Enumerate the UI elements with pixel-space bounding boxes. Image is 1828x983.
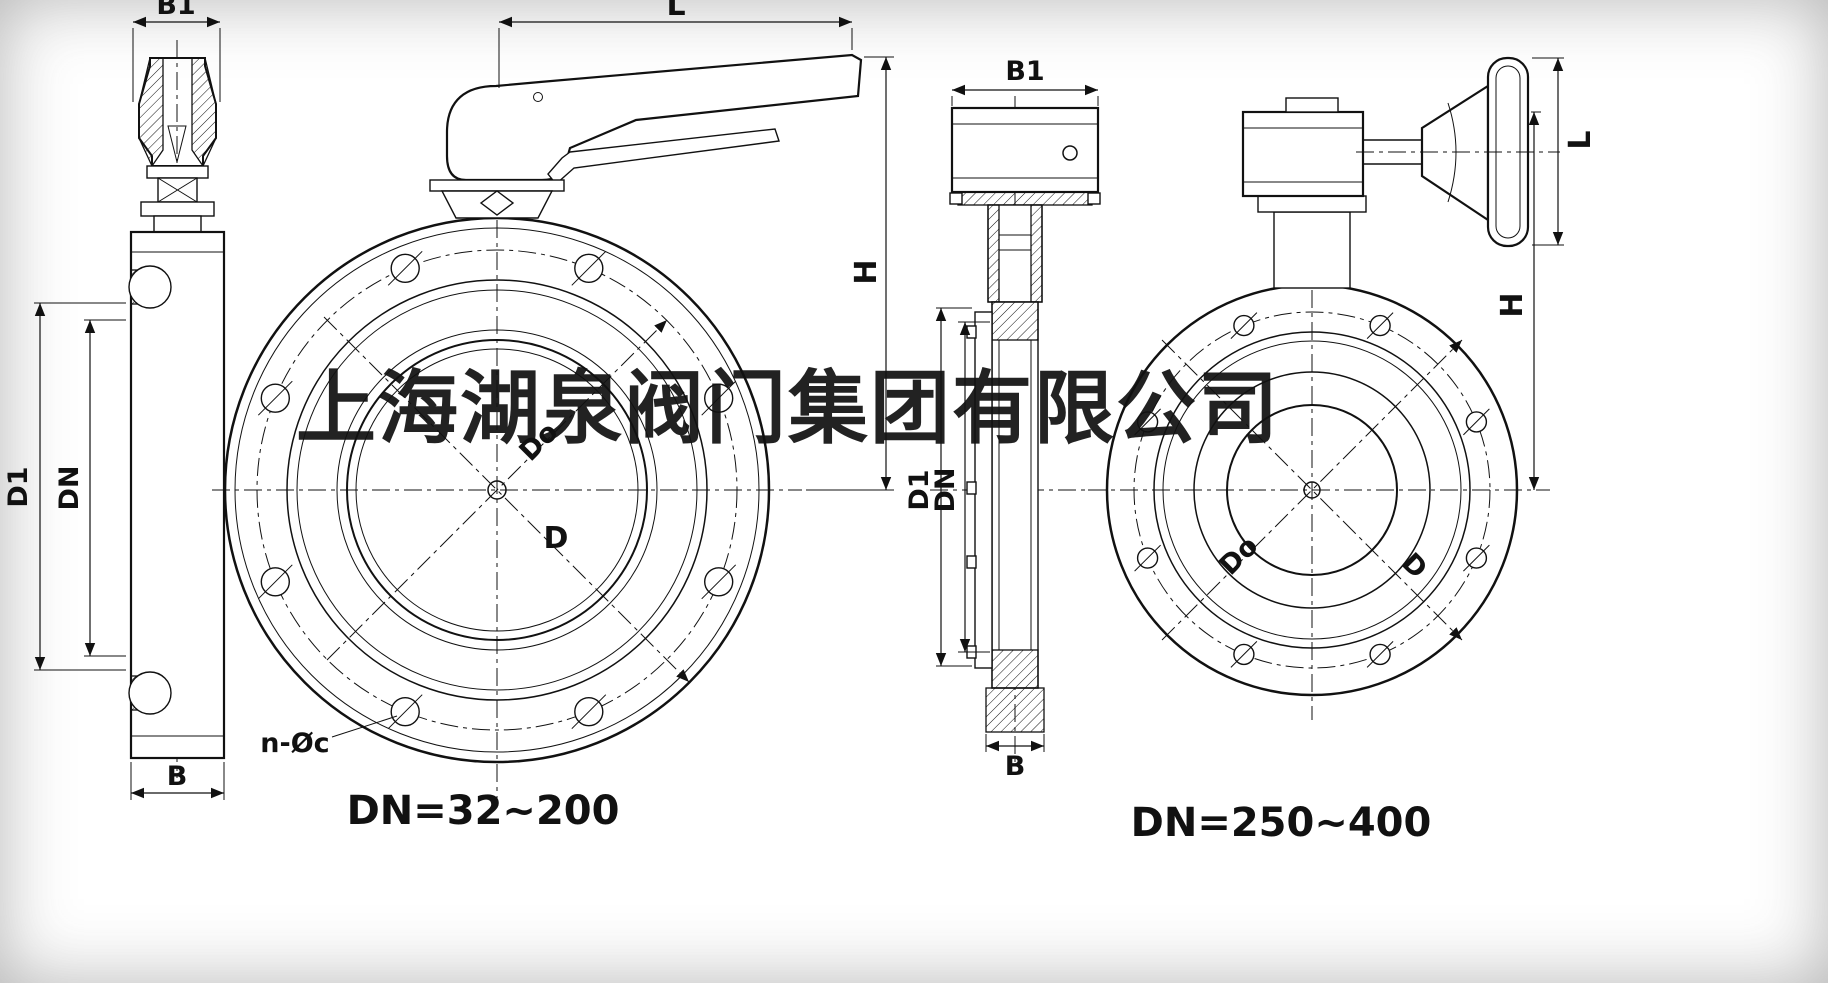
- handwheel-cone: [1420, 83, 1490, 223]
- valve-body-side: [129, 230, 226, 760]
- dim-label-dn-right: DN: [930, 467, 961, 512]
- neck: [153, 215, 202, 233]
- diagonal-d: [323, 316, 690, 683]
- handle-knob-hatch-right: [191, 57, 217, 168]
- shaft-boss-bottom: [128, 671, 172, 715]
- handle-knob-hatch-left: [138, 57, 164, 168]
- diagonal-d: [1161, 339, 1463, 641]
- shaft-boss-top: [128, 265, 172, 309]
- caption-dn-32-200: DN=32~200: [347, 788, 620, 834]
- dim-label-dn-left: DN: [54, 465, 85, 510]
- dim-label-b-left: B: [167, 761, 188, 792]
- dim-label-b1-left: B1: [156, 0, 195, 21]
- lever-valve-side-view: B1 D1 DN B: [3, 0, 226, 800]
- lever-valve-front-view: L H Do D n-Øc DN=32~200: [212, 0, 894, 834]
- gearbox-cap: [1285, 97, 1339, 113]
- handle-mount-plate: [429, 179, 565, 192]
- watermark-company-name: 上海湖泉阀门集团有限公司: [296, 361, 1280, 455]
- dim-label-d-center: D: [544, 521, 569, 556]
- gear-valve-front-view: L H Do D DN=250~400: [1088, 56, 1598, 846]
- dim-label-do-right: Do: [1214, 531, 1265, 582]
- actuator-flange: [1257, 195, 1367, 213]
- handle-collar: [146, 165, 209, 179]
- mount-plate: [140, 201, 215, 217]
- dim-label-d1-right: D1: [904, 469, 935, 510]
- bolt-holes: [1134, 312, 1490, 668]
- dim-label-h-right: H: [1495, 292, 1530, 317]
- handle-knob-spindle: [167, 125, 187, 163]
- gear-valve-side-view: B1 D1 DN B: [904, 56, 1101, 782]
- gearbox-base-plate: [957, 191, 1093, 206]
- caption-dn-250-400: DN=250~400: [1131, 800, 1432, 846]
- handle-pin: [533, 92, 543, 102]
- bottom-boss: [985, 687, 1045, 733]
- diagonal-do: [326, 319, 668, 661]
- stem-nut: [479, 190, 515, 216]
- dim-label-l-right: L: [1563, 130, 1598, 149]
- dim-label-d1-left: D1: [3, 466, 34, 507]
- bolt-holes-note: n-Øc: [260, 728, 329, 759]
- gearbox-bolt: [1062, 145, 1078, 161]
- dim-label-h-center: H: [849, 259, 884, 284]
- dim-label-b-right: B: [1005, 751, 1026, 782]
- dim-label-l-center: L: [666, 0, 685, 23]
- handle-trigger: [547, 128, 780, 186]
- gearbox-housing: [1241, 110, 1365, 198]
- actuator-neck: [1273, 211, 1351, 289]
- bolt-holes: [257, 250, 737, 730]
- lever-handle: [445, 53, 863, 182]
- dim-label-b1-right: B1: [1005, 56, 1044, 87]
- diagonal-do: [1161, 339, 1463, 641]
